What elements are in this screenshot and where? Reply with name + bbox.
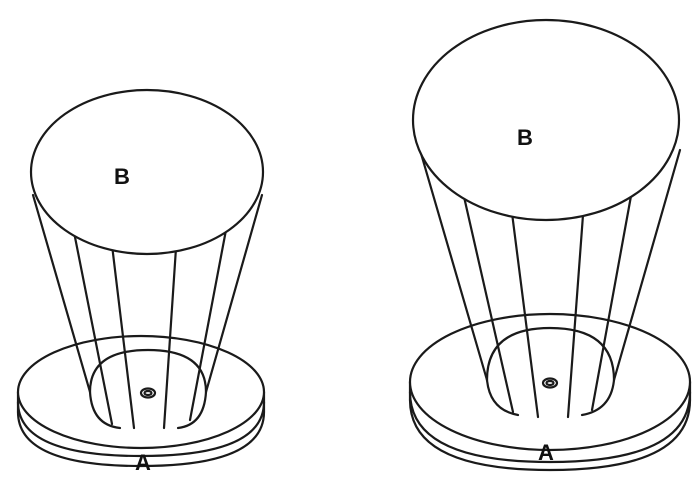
left-label-a: A [135,450,151,475]
left-top-ellipse-b [29,88,265,256]
right-label-a: A [538,440,554,465]
right-cone-edge-right [612,148,682,382]
left-base-disk-a [16,334,266,468]
right-cone-ruling-2 [510,211,540,419]
right-cone-bottom-opening-front [485,378,520,417]
right-cone-edge-left [418,148,489,382]
right-cone [418,148,682,419]
left-cone-ruling-2 [110,243,136,430]
left-disk-mid-rim [16,400,266,458]
right-cone-ruling-3 [566,213,585,419]
left-cone-ruling-1 [70,220,114,426]
left-cone-bottom-opening-front-r [176,390,208,430]
right-disk-bottom-rim [408,398,692,472]
right-center-hole-inner [545,379,555,387]
left-disk-bottom-rim [16,410,266,468]
left-center-hole [139,387,157,399]
left-label-b: B [114,164,130,189]
left-cone-edge-left [31,193,92,394]
left-cone-bottom-opening-front [88,390,122,430]
left-cone-bottom-opening [88,348,208,394]
right-figure: B A [408,18,692,472]
right-cone-ruling-4 [590,194,633,412]
right-base-disk-a [408,312,692,472]
left-cone-ruling-4 [188,228,228,422]
right-label-b: B [517,125,533,150]
right-cone-bottom-opening-front-r [580,378,616,417]
right-top-ellipse-b [411,18,681,222]
right-cone-bottom-opening [485,326,616,382]
left-cone [31,193,264,430]
left-figure: B A [16,88,266,475]
left-center-hole-inner [143,389,153,397]
right-cone-ruling-1 [460,186,515,414]
left-cone-edge-right [204,193,264,394]
left-cone-ruling-3 [162,246,178,430]
right-disk-mid-rim [408,390,692,464]
right-center-hole [541,377,559,389]
